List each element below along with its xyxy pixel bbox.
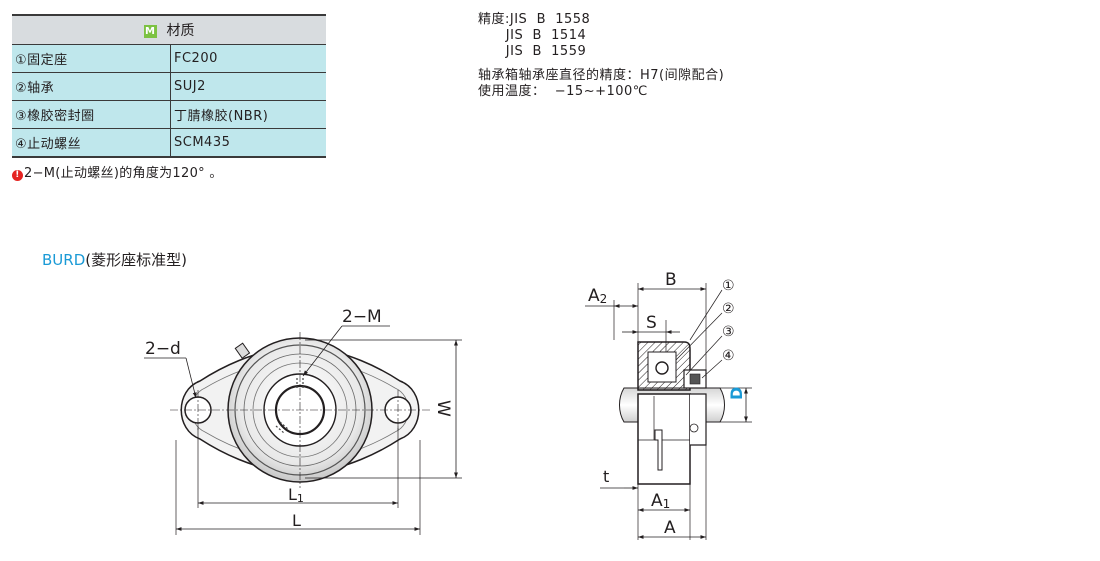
model-name: (菱形座标准型) — [85, 251, 187, 269]
part-material: 丁腈橡胶(NBR) — [170, 100, 326, 129]
callout-1: ① — [722, 278, 735, 294]
label-A1: A1 — [651, 491, 670, 511]
label-2M: 2−M — [342, 307, 382, 327]
part-name: ②轴承 — [12, 72, 171, 101]
callout-4: ④ — [722, 348, 735, 364]
side-view — [585, 283, 752, 540]
material-badge-icon: M — [143, 25, 157, 38]
angle-note: !2−M(止动螺丝)的角度为120° 。 — [12, 162, 223, 181]
angle-note-text: 2−M(止动螺丝)的角度为120° 。 — [24, 166, 223, 181]
label-S: S — [646, 313, 657, 333]
part-material: FC200 — [170, 44, 326, 73]
label-2d: 2−d — [145, 339, 181, 359]
part-material: SUJ2 — [170, 72, 326, 101]
slot — [654, 429, 663, 471]
model-title: BURD(菱形座标准型) — [42, 249, 187, 270]
housing-lower — [637, 393, 691, 485]
label-L1: L1 — [288, 485, 304, 505]
part-material: SCM435 — [170, 128, 326, 158]
table-row: ①固定座 FC200 — [12, 44, 326, 73]
label-D: D — [727, 387, 746, 400]
label-W: W — [433, 400, 453, 417]
part-name: ③橡胶密封圈 — [12, 100, 171, 129]
label-t: t — [603, 467, 609, 486]
part-name: ④止动螺丝 — [12, 128, 171, 158]
part-name: ①固定座 — [12, 44, 171, 73]
table-row: ④止动螺丝 SCM435 — [12, 128, 326, 158]
precision-spec: 精度:JIS B 1558 JIS B 1514 JIS B 1559 轴承箱轴… — [478, 12, 724, 100]
callout-3: ③ — [722, 324, 735, 340]
housing-precision: 轴承箱轴承座直径的精度：H7(间隙配合) — [478, 68, 725, 83]
material-header-label: 材质 — [166, 23, 195, 39]
precision-line: 精度:JIS B 1558 — [478, 12, 591, 27]
model-code: BURD — [42, 251, 86, 269]
precision-line: JIS B 1514 — [478, 28, 587, 43]
table-row: ②轴承 SUJ2 — [12, 72, 326, 101]
operating-temperature: 使用温度： −15~+100℃ — [478, 84, 648, 99]
warning-icon: ! — [12, 170, 23, 181]
table-row: ③橡胶密封圈 丁腈橡胶(NBR) — [12, 100, 326, 129]
material-table-header: M 材质 — [12, 14, 326, 45]
front-view — [144, 325, 462, 535]
precision-line: JIS B 1559 — [478, 44, 587, 59]
label-A2: A2 — [588, 286, 607, 306]
material-table: M 材质 ①固定座 FC200 ②轴承 SUJ2 ③橡胶密封圈 丁腈橡胶(NBR)… — [12, 14, 326, 158]
housing-boss — [690, 393, 707, 446]
callout-2: ② — [722, 301, 735, 317]
label-L: L — [292, 511, 301, 530]
grease-nipple — [234, 342, 251, 359]
label-B: B — [665, 270, 677, 290]
label-A: A — [664, 518, 676, 538]
